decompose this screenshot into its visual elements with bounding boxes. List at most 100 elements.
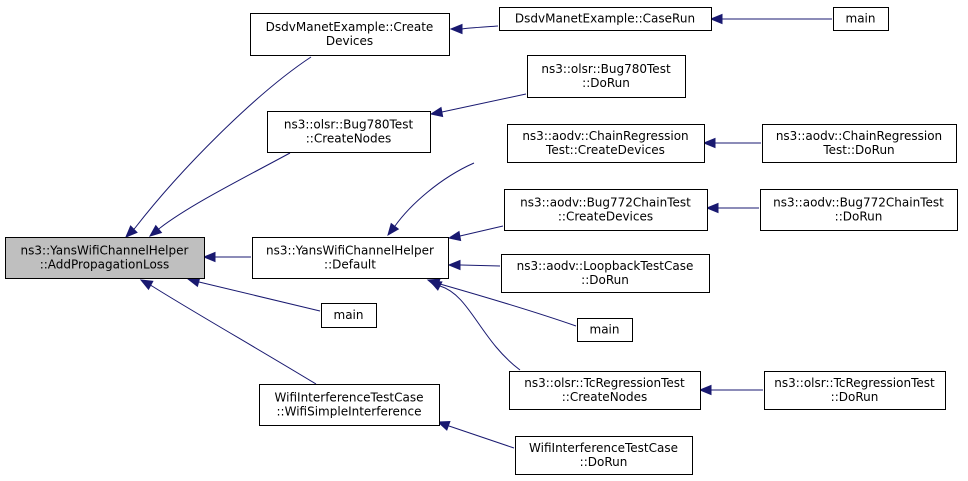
- node-box: [762, 124, 957, 163]
- node-label-line: ::CreateNodes: [306, 132, 392, 146]
- edge-from-chain-create: [394, 162, 475, 227]
- node-dsdv-create[interactable]: DsdvManetExample::CreateDevices: [250, 13, 450, 56]
- node-label-line: main: [334, 308, 364, 322]
- node-label-line: ns3::olsr::Bug780Test: [284, 118, 414, 132]
- edge-from-olsr780-create: [159, 152, 291, 229]
- edge-from-olsr780-run: [441, 93, 527, 113]
- edge-from-tc-create: [439, 285, 521, 371]
- node-box: [509, 371, 701, 410]
- arrowhead: [447, 230, 462, 242]
- node-main-top[interactable]: main: [833, 7, 889, 31]
- node-label-line: Devices: [326, 34, 373, 48]
- arrowhead: [148, 224, 163, 237]
- node-label-line: DsdvManetExample::CaseRun: [515, 12, 695, 26]
- node-label-line: ::DoRun: [835, 210, 883, 224]
- node-wifi-simple[interactable]: WifiInterferenceTestCase::WifiSimpleInte…: [259, 384, 440, 426]
- node-label-line: main: [846, 12, 876, 26]
- node-label-line: ns3::aodv::ChainRegression: [776, 129, 942, 143]
- node-label-line: DsdvManetExample::Create: [266, 20, 434, 34]
- edge-from-wifi-run: [448, 425, 515, 449]
- node-label-line: ::CreateNodes: [562, 390, 648, 404]
- node-label-line: ns3::aodv::Bug772ChainTest: [773, 196, 944, 210]
- node-chain-create[interactable]: ns3::aodv::ChainRegressionTest::CreateDe…: [507, 124, 705, 163]
- node-label-line: ns3::aodv::Bug772ChainTest: [520, 196, 691, 210]
- arrowhead: [387, 222, 400, 237]
- arrowhead: [705, 202, 719, 214]
- node-box: [527, 55, 686, 98]
- node-olsr780-run[interactable]: ns3::olsr::Bug780Test::DoRun: [527, 55, 686, 98]
- node-box: [515, 436, 693, 475]
- node-bug772-create[interactable]: ns3::aodv::Bug772ChainTest::CreateDevice…: [504, 189, 708, 231]
- node-box: [577, 318, 633, 342]
- node-main-left[interactable]: main: [321, 303, 377, 328]
- node-loopback[interactable]: ns3::aodv::LoopbackTestCase::DoRun: [501, 254, 710, 293]
- node-label-line: ns3::YansWifiChannelHelper: [266, 244, 434, 258]
- node-label-line: ::CreateDevices: [558, 210, 653, 224]
- node-label-line: ::AddPropagationLoss: [40, 258, 170, 272]
- node-label-line: ::WifiSimpleInterference: [277, 405, 422, 419]
- arrowhead: [202, 251, 216, 263]
- node-label-line: Test::DoRun: [822, 143, 894, 157]
- node-box: [499, 7, 712, 31]
- arrowhead: [447, 259, 461, 271]
- arrowhead: [702, 137, 716, 149]
- arrowhead: [139, 279, 154, 291]
- node-default[interactable]: ns3::YansWifiChannelHelper::Default: [252, 237, 449, 279]
- node-label-line: Test::CreateDevices: [545, 143, 665, 157]
- edge-segment: [133, 227, 136, 230]
- node-label-line: ns3::olsr::TcRegressionTest: [524, 376, 685, 390]
- node-label-line: ::DoRun: [580, 455, 628, 469]
- arrowhead: [709, 13, 723, 25]
- node-box: [833, 7, 889, 31]
- edge-from-wifi-simple: [151, 285, 317, 385]
- node-label-line: ::Default: [324, 258, 376, 272]
- node-wifi-run[interactable]: WifiInterferenceTestCase::DoRun: [515, 436, 693, 475]
- arrowhead: [429, 106, 444, 118]
- node-root[interactable]: ns3::YansWifiChannelHelper::AddPropagati…: [5, 237, 205, 279]
- node-label-line: WifiInterferenceTestCase: [275, 391, 424, 405]
- node-box: [504, 189, 708, 231]
- node-label-line: ::DoRun: [582, 76, 630, 90]
- node-box: [259, 384, 440, 426]
- node-box: [760, 189, 958, 231]
- edge-from-main-mid: [439, 283, 577, 327]
- node-tc-create[interactable]: ns3::olsr::TcRegressionTest::CreateNodes: [509, 371, 701, 410]
- node-label-line: ns3::olsr::TcRegressionTest: [774, 376, 935, 390]
- node-label-line: ns3::aodv::ChainRegression: [522, 129, 688, 143]
- arrowhead: [449, 23, 463, 35]
- node-label-line: WifiInterferenceTestCase: [529, 441, 678, 455]
- node-box: [501, 254, 710, 293]
- arrowhead: [428, 280, 443, 291]
- node-bug772-run[interactable]: ns3::aodv::Bug772ChainTest::DoRun: [760, 189, 958, 231]
- node-main-mid[interactable]: main: [577, 318, 633, 342]
- call-nodes: ns3::YansWifiChannelHelper::AddPropagati…: [5, 7, 958, 475]
- edge-from-dsdv-caserun: [461, 25, 499, 30]
- node-box: [5, 237, 205, 279]
- node-box: [507, 124, 705, 163]
- edge-from-bug772-create: [459, 225, 504, 237]
- node-label-line: ::DoRun: [831, 390, 879, 404]
- node-label-line: ns3::YansWifiChannelHelper: [21, 244, 189, 258]
- edge-segment: [150, 284, 153, 287]
- arrowhead: [698, 384, 712, 396]
- edge-segment: [158, 227, 161, 230]
- node-olsr780-create[interactable]: ns3::olsr::Bug780Test::CreateNodes: [267, 111, 431, 153]
- node-box: [250, 13, 450, 56]
- edge-from-dsdv-create: [134, 56, 312, 229]
- node-box: [764, 371, 946, 410]
- node-label-line: ns3::olsr::Bug780Test: [541, 62, 671, 76]
- node-label-line: ns3::aodv::LoopbackTestCase: [517, 259, 694, 273]
- node-box: [267, 111, 431, 153]
- node-tc-run[interactable]: ns3::olsr::TcRegressionTest::DoRun: [764, 371, 946, 410]
- call-edges: [125, 13, 832, 449]
- edge-from-loopback: [460, 264, 501, 267]
- node-box: [252, 237, 449, 279]
- node-label-line: main: [590, 323, 620, 337]
- node-box: [321, 303, 377, 328]
- arrowhead: [436, 421, 451, 431]
- edge-from-main-left: [198, 281, 321, 312]
- node-label-line: ::DoRun: [581, 273, 629, 287]
- node-dsdv-caserun[interactable]: DsdvManetExample::CaseRun: [499, 7, 712, 31]
